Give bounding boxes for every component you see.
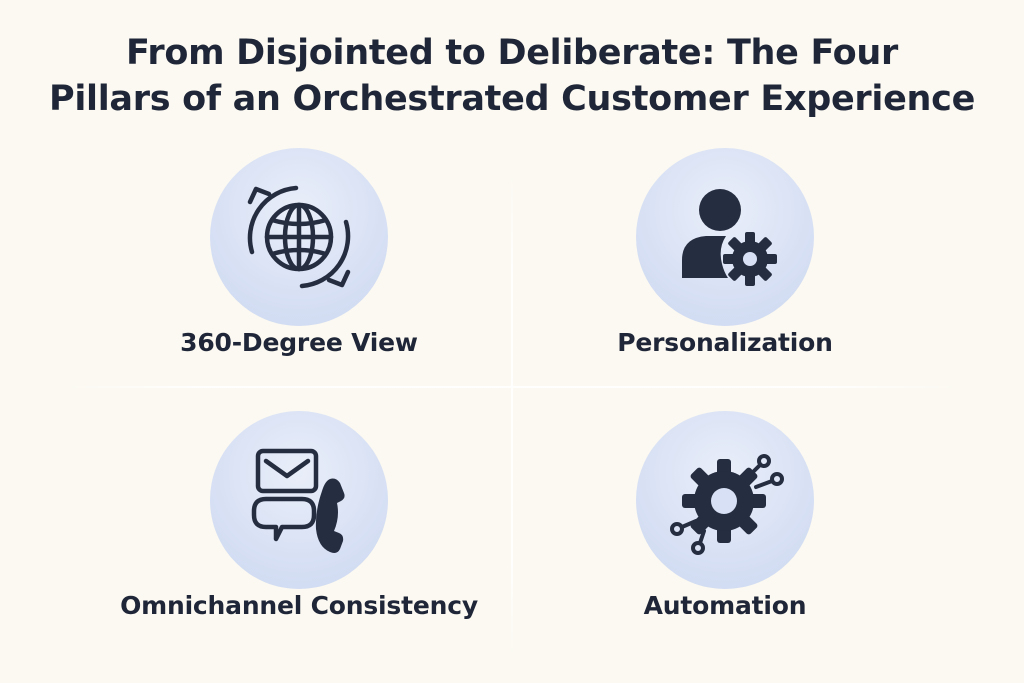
pillar-360-degree-view: 360-Degree View xyxy=(99,148,499,378)
globe-cycle-icon xyxy=(247,185,351,289)
pillar-label: Personalization xyxy=(617,328,833,357)
title-line-1: From Disjointed to Deliberate: The Four xyxy=(126,33,898,73)
icon-circle xyxy=(210,148,388,326)
horizontal-divider xyxy=(60,386,964,388)
pillar-personalization: Personalization xyxy=(525,148,925,378)
title-line-2: Pillars of an Orchestrated Customer Expe… xyxy=(48,79,976,119)
icon-circle xyxy=(210,411,388,589)
pillar-label: Automation xyxy=(643,591,807,620)
user-gear-icon xyxy=(682,189,777,286)
icon-circle xyxy=(636,411,814,589)
pillar-label: Omnichannel Consistency xyxy=(120,591,478,620)
gear-network-icon xyxy=(670,454,784,555)
page-title: From Disjointed to Deliberate: The Four … xyxy=(0,30,1024,122)
pillar-automation: Automation xyxy=(525,411,925,641)
pillar-label: 360-Degree View xyxy=(180,328,418,357)
icon-circle xyxy=(636,148,814,326)
channels-icon xyxy=(251,448,345,553)
pillar-omnichannel-consistency: Omnichannel Consistency xyxy=(99,411,499,641)
vertical-divider xyxy=(511,170,513,660)
